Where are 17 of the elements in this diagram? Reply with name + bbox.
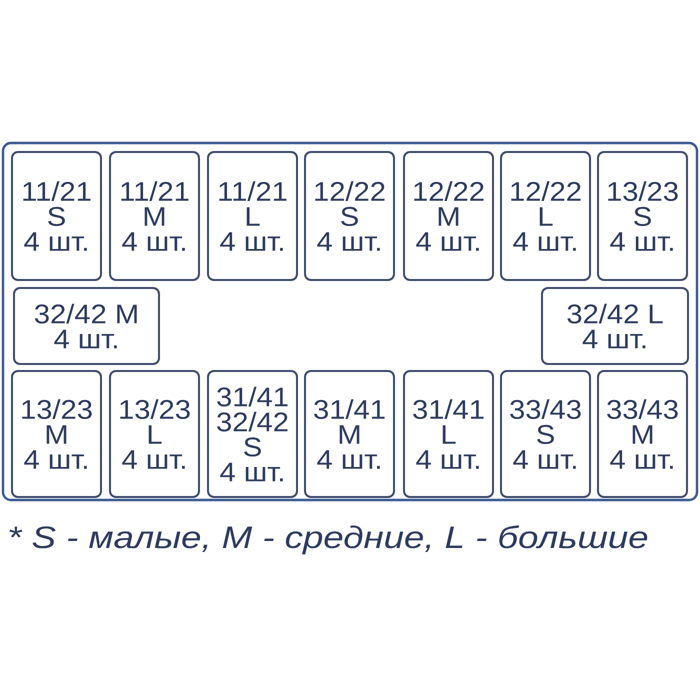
compartment-box: 13/23 L 4 шт.	[109, 370, 200, 498]
compartment-box: 33/43 M 4 шт.	[597, 370, 688, 498]
compartment-box: 31/41 L 4 шт.	[403, 370, 494, 498]
compartment-box: 31/41 M 4 шт.	[304, 370, 395, 498]
compartment-box: 13/23 M 4 шт.	[11, 370, 102, 498]
compartment-box: 13/23 S 4 шт.	[597, 151, 688, 281]
compartment-box: 31/41 32/42 S 4 шт.	[207, 370, 298, 498]
compartment-box: 11/21 M 4 шт.	[109, 151, 200, 281]
compartment-box: 12/22 M 4 шт.	[403, 151, 494, 281]
compartment-box: 11/21 L 4 шт.	[207, 151, 298, 281]
compartment-box: 32/42 L 4 шт.	[541, 287, 690, 365]
compartment-box: 11/21 S 4 шт.	[11, 151, 102, 281]
compartment-box: 12/22 S 4 шт.	[304, 151, 395, 281]
compartment-box: 32/42 M 4 шт.	[13, 287, 160, 365]
compartment-box: 12/22 L 4 шт.	[500, 151, 592, 281]
compartment-box: 33/43 S 4 шт.	[500, 370, 592, 498]
footnote: * S - малые, M - средние, L - большие	[9, 525, 648, 554]
